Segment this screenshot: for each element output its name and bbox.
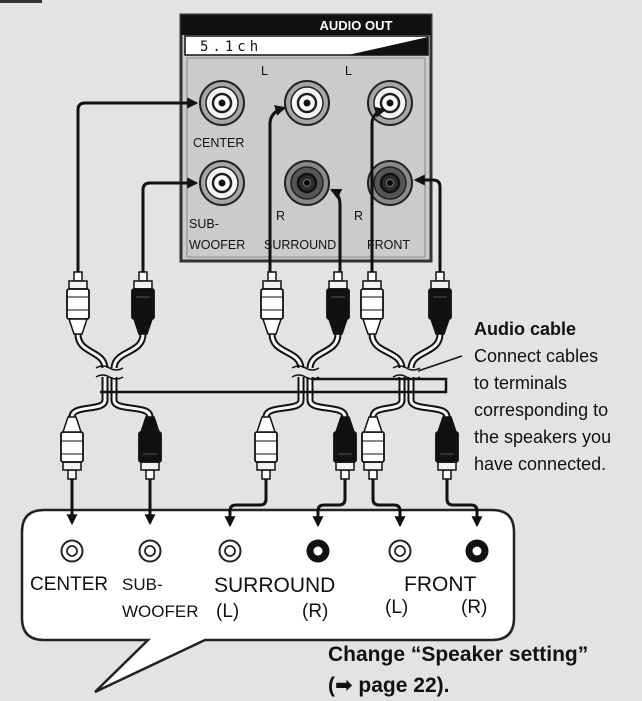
speaker-label-surround-l: (L) — [216, 601, 239, 622]
arrow-to-front-right-terminal — [445, 479, 483, 528]
jack-surround-left — [284, 80, 330, 126]
label-front: FRONT — [367, 238, 410, 252]
plug-white-center — [60, 416, 84, 480]
label-center: CENTER — [193, 136, 244, 150]
label-surround-l: L — [261, 64, 268, 78]
arrow-to-front-left-jack — [370, 106, 387, 272]
terminal-connection-arrows — [66, 479, 483, 528]
speaker-label-center: CENTER — [30, 574, 108, 595]
label-surround: SURROUND — [264, 238, 336, 252]
arrow-to-front-right-jack — [413, 174, 442, 272]
panel-title: AUDIO OUT — [320, 18, 393, 33]
mode-label-stripe — [348, 37, 428, 55]
label-sub-line2: WOOFER — [189, 238, 245, 252]
cable-break-mark — [291, 365, 320, 380]
plug-white-front-left — [361, 416, 385, 480]
terminal-front-right — [465, 539, 489, 563]
label-front-l: L — [345, 64, 352, 78]
audio-cable-callout: Audio cable Connect cables to terminals … — [474, 319, 611, 474]
arrow-to-surround-left-terminal — [224, 479, 268, 528]
upper-plugs — [66, 271, 452, 335]
label-front-r: R — [354, 209, 363, 223]
arrow-to-subwoofer-jack — [141, 177, 199, 272]
terminal-surround-left — [218, 539, 242, 563]
plug-black-front-right — [435, 416, 459, 480]
lower-plugs — [60, 416, 459, 480]
arrow-to-center-jack — [76, 97, 199, 272]
arrow-to-front-left-terminal — [371, 479, 406, 528]
arrow-to-surround-right-terminal — [312, 479, 347, 528]
cable-break-mark — [392, 365, 421, 380]
audio-cables — [68, 333, 463, 419]
callout-line: corresponding to — [474, 400, 608, 420]
speaker-label-sub-line1: SUB- — [122, 575, 163, 594]
note-line2: (➡ page 22). — [328, 674, 449, 697]
jack-connection-arrows — [76, 97, 442, 272]
plug-black-subwoofer — [131, 271, 155, 335]
arrow-to-surround-left-jack — [268, 105, 287, 272]
callout-line: to terminals — [474, 373, 567, 393]
speaker-terminals — [60, 539, 489, 563]
callout-title: Audio cable — [474, 319, 576, 339]
terminal-center — [60, 539, 84, 563]
jack-surround-right — [284, 160, 330, 206]
plug-black-surround-right — [326, 271, 350, 335]
terminal-surround-right — [306, 539, 330, 563]
panel-title-bar — [181, 15, 431, 35]
terminal-subwoofer — [138, 539, 162, 563]
panel-body — [179, 13, 433, 263]
speaker-label-front-l: (L) — [385, 597, 408, 618]
plug-black-subwoofer — [138, 416, 162, 480]
label-surround-r: R — [276, 209, 285, 223]
callout-pointer-line — [417, 355, 463, 372]
plug-white-surround-left — [260, 271, 284, 335]
audio-out-panel: AUDIO OUT 5.1ch — [179, 13, 433, 263]
callout-line: have connected. — [474, 454, 606, 474]
callout-line: the speakers you — [474, 427, 611, 447]
speaker-label-front: FRONT — [404, 573, 476, 596]
callout-line: Connect cables — [474, 346, 598, 366]
jack-center — [199, 80, 245, 126]
speaker-label-surround-r: (R) — [302, 601, 328, 622]
panel-inner-border — [186, 57, 426, 258]
terminal-front-left — [388, 539, 412, 563]
speaker-labels: CENTER SUB- WOOFER SURROUND (L) (R) FRON… — [30, 573, 487, 622]
speaker-setting-note: Change “Speaker setting” (➡ page 22). — [328, 643, 588, 697]
plug-white-front-left — [360, 271, 384, 335]
note-line1: Change “Speaker setting” — [328, 643, 588, 666]
plug-black-front-right — [428, 271, 452, 335]
jack-subwoofer — [199, 160, 245, 206]
label-sub-line1: SUB- — [189, 217, 219, 231]
jack-front-right — [367, 160, 413, 206]
plug-white-surround-left — [254, 416, 278, 480]
mode-label: 5.1ch — [200, 39, 262, 55]
speaker-label-sub-line2: WOOFER — [122, 602, 199, 621]
cable-break-mark — [95, 365, 124, 380]
cable-bracket-line — [100, 377, 448, 394]
arrow-to-surround-right-jack — [330, 188, 343, 272]
top-edge-mark — [0, 0, 42, 3]
plug-white-center — [66, 271, 90, 335]
speaker-label-surround: SURROUND — [214, 574, 335, 597]
plug-black-surround-right — [333, 416, 357, 480]
speaker-label-front-r: (R) — [461, 597, 487, 618]
